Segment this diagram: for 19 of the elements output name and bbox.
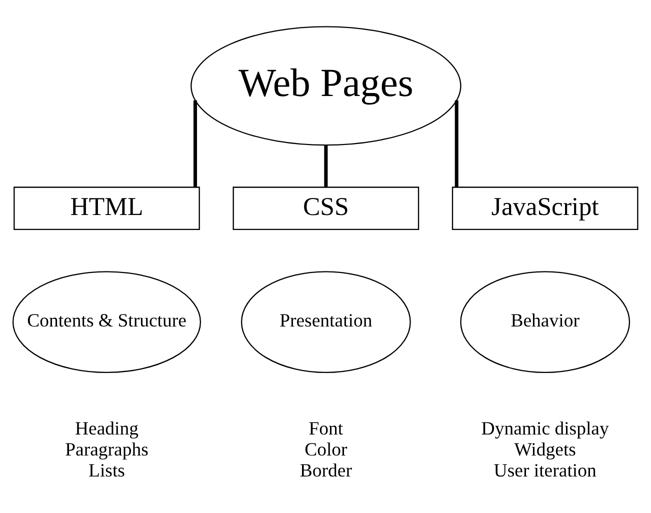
connector xyxy=(193,100,197,186)
node-label: Dynamic display xyxy=(481,418,609,439)
node-label: Heading xyxy=(74,418,139,439)
node-label: Color xyxy=(304,438,348,460)
node-ellipse: Presentation xyxy=(240,270,411,373)
node-label: Paragraphs xyxy=(65,438,148,460)
node-ellipse: Web Pages xyxy=(190,26,462,146)
node-label: User iteration xyxy=(494,460,596,482)
connector xyxy=(454,100,458,186)
connector xyxy=(324,144,328,186)
node-label: Border xyxy=(300,460,352,482)
node-ellipse: Contents & Structure xyxy=(12,270,202,373)
node-box: HTML xyxy=(14,186,200,230)
node-box: JavaScript xyxy=(452,186,638,230)
node-ellipse: Behavior xyxy=(460,270,630,373)
node-label: Lists xyxy=(88,460,125,482)
node-box: CSS xyxy=(232,186,420,230)
node-label: Font xyxy=(308,418,344,439)
node-label: Widgets xyxy=(514,438,576,460)
